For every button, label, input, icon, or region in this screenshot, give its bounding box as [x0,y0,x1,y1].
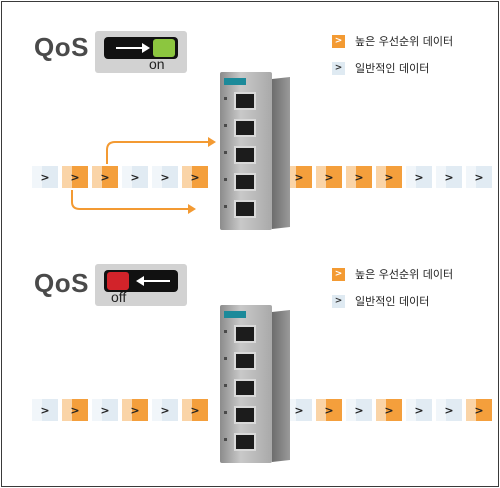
high-priority-packet: > [346,166,372,188]
high-priority-packet: > [182,166,208,188]
high-priority-packet: > [376,399,402,421]
legend-normal-label: 일반적인 데이터 [355,295,430,308]
normal-packet: > [152,399,178,421]
packet-arrow-glyph: > [160,171,169,184]
legend-high-priority-bottom: > 높은 우선순위 데이터 [332,266,453,282]
toggle-track [104,270,178,292]
switch-logo [224,78,246,85]
high-priority-packet: > [122,399,148,421]
high-priority-packet: > [316,166,342,188]
packet-arrow-glyph: > [100,404,109,417]
toggle-state-text-off: off [111,289,127,305]
route-arrowhead-lower [188,204,196,214]
packet-arrow-glyph: > [444,404,453,417]
high-priority-packet: > [62,166,88,188]
toggle-state-text-on: on [149,56,165,72]
route-arrowhead-upper [208,137,216,147]
normal-packet: > [32,166,58,188]
legend-high-label: 높은 우선순위 데이터 [355,268,454,281]
left-arrow-icon [136,276,170,286]
packet-arrow-glyph: > [324,404,333,417]
right-arrow-icon [116,43,150,53]
switch-port [234,173,256,191]
switch-port [234,379,256,397]
switch-port [234,433,256,451]
packet-arrow-glyph: > [190,171,199,184]
normal-packet: > [466,166,492,188]
priority-route-upper [106,141,208,164]
packet-arrow-glyph: > [130,404,139,417]
packet-arrow-glyph: > [474,404,483,417]
ethernet-switch-icon [220,72,292,230]
packet-arrow-glyph: > [384,171,393,184]
packet-arrow-glyph: > [354,171,363,184]
normal-packet: > [122,166,148,188]
normal-packet: > [92,399,118,421]
high-priority-packet: > [92,166,118,188]
packet-arrow-glyph: > [354,404,363,417]
packet-arrow-glyph: > [100,171,109,184]
high-priority-packet: > [466,399,492,421]
packet-arrow-glyph: > [40,404,49,417]
high-priority-swatch: > [332,267,345,281]
switch-logo [224,311,246,318]
switch-port [234,406,256,424]
switch-port [234,119,256,137]
high-priority-packet: > [316,399,342,421]
packet-arrow-glyph: > [70,171,79,184]
normal-packet: > [436,399,462,421]
switch-port [234,146,256,164]
packet-arrow-glyph: > [130,171,139,184]
switch-port [234,92,256,110]
qos-toggle-off: off [95,264,187,306]
switch-port [234,200,256,218]
high-priority-packet: > [376,166,402,188]
legend-normal-label: 일반적인 데이터 [355,62,430,75]
switch-side [272,77,290,229]
toggle-track [104,37,178,59]
packet-arrow-glyph: > [324,171,333,184]
qos-label-top: QoS [34,32,89,62]
packet-arrow-glyph: > [294,404,303,417]
packet-arrow-glyph: > [414,171,423,184]
normal-swatch: > [332,61,345,75]
high-priority-packet: > [286,166,312,188]
priority-route-lower [71,190,188,210]
normal-packet: > [32,399,58,421]
packet-arrow-glyph: > [190,404,199,417]
legend-normal-bottom: > 일반적인 데이터 [332,293,429,309]
toggle-knob-on [153,39,175,57]
packet-arrow-glyph: > [160,404,169,417]
ethernet-switch-icon [220,305,292,463]
packet-arrow-glyph: > [384,404,393,417]
packet-arrow-glyph: > [444,171,453,184]
qos-label-bottom: QoS [34,268,89,298]
normal-packet: > [406,399,432,421]
legend-high-label: 높은 우선순위 데이터 [355,35,454,48]
high-priority-swatch: > [332,34,345,48]
normal-packet: > [286,399,312,421]
normal-swatch: > [332,294,345,308]
packet-arrow-glyph: > [414,404,423,417]
packet-arrow-glyph: > [474,171,483,184]
qos-toggle-on: on [95,31,187,73]
normal-packet: > [152,166,178,188]
switch-side [272,310,290,462]
normal-packet: > [406,166,432,188]
normal-packet: > [346,399,372,421]
switch-port [234,352,256,370]
high-priority-packet: > [62,399,88,421]
normal-packet: > [436,166,462,188]
packet-arrow-glyph: > [70,404,79,417]
toggle-knob-off [107,272,129,290]
switch-port [234,325,256,343]
legend-high-priority-top: > 높은 우선순위 데이터 [332,33,453,49]
legend-normal-top: > 일반적인 데이터 [332,60,429,76]
packet-arrow-glyph: > [294,171,303,184]
packet-arrow-glyph: > [40,171,49,184]
high-priority-packet: > [182,399,208,421]
